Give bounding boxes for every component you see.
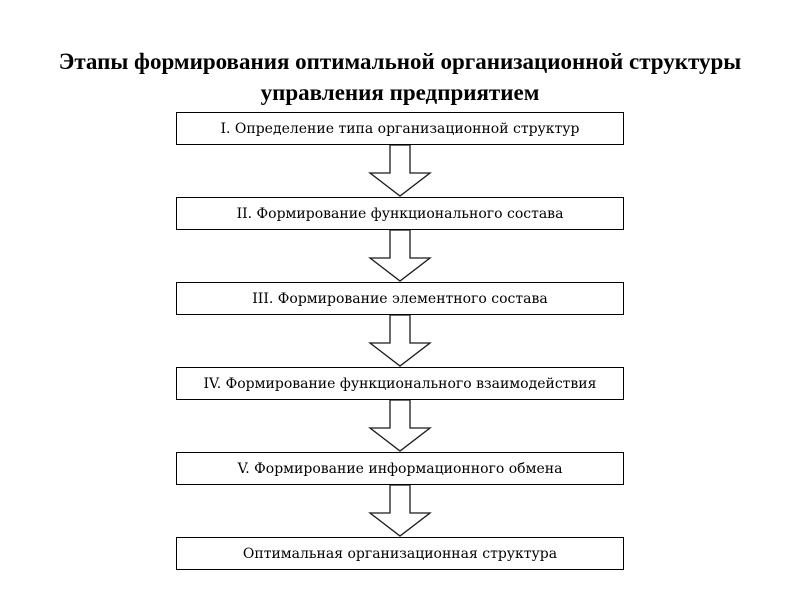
block-arrow-down-icon: [368, 485, 432, 537]
flow-step-box-3: III. Формирование элементного состава: [176, 282, 624, 315]
flow-step-box-2: II. Формирование функционального состава: [176, 197, 624, 230]
block-arrow-down-icon: [368, 230, 432, 282]
page-title-line-1: Этапы формирования оптимальной организац…: [58, 49, 742, 74]
flow-step-box-1: I. Определение типа организационной стру…: [176, 112, 624, 145]
flow-step-label: III. Формирование элементного состава: [252, 290, 548, 307]
page-title: Этапы формирования оптимальной организац…: [0, 46, 800, 108]
block-arrow-down-icon: [368, 315, 432, 367]
flow-step-box-5: V. Формирование информационного обмена: [176, 452, 624, 485]
flow-step-label: V. Формирование информационного обмена: [237, 460, 563, 477]
flow-step-box-4: IV. Формирование функционального взаимод…: [176, 367, 624, 400]
page-title-line-2: управления предприятием: [260, 80, 540, 106]
flow-step-label: Оптимальная организационная структура: [242, 545, 558, 562]
flow-step-label: I. Определение типа организационной стру…: [220, 120, 580, 137]
block-arrow-down-icon: [368, 400, 432, 452]
flow-step-label: II. Формирование функционального состава: [236, 205, 564, 222]
flow-step-box-result: Оптимальная организационная структура: [176, 537, 624, 570]
block-arrow-down-icon: [368, 145, 432, 197]
flow-step-label: IV. Формирование функционального взаимод…: [203, 375, 597, 392]
